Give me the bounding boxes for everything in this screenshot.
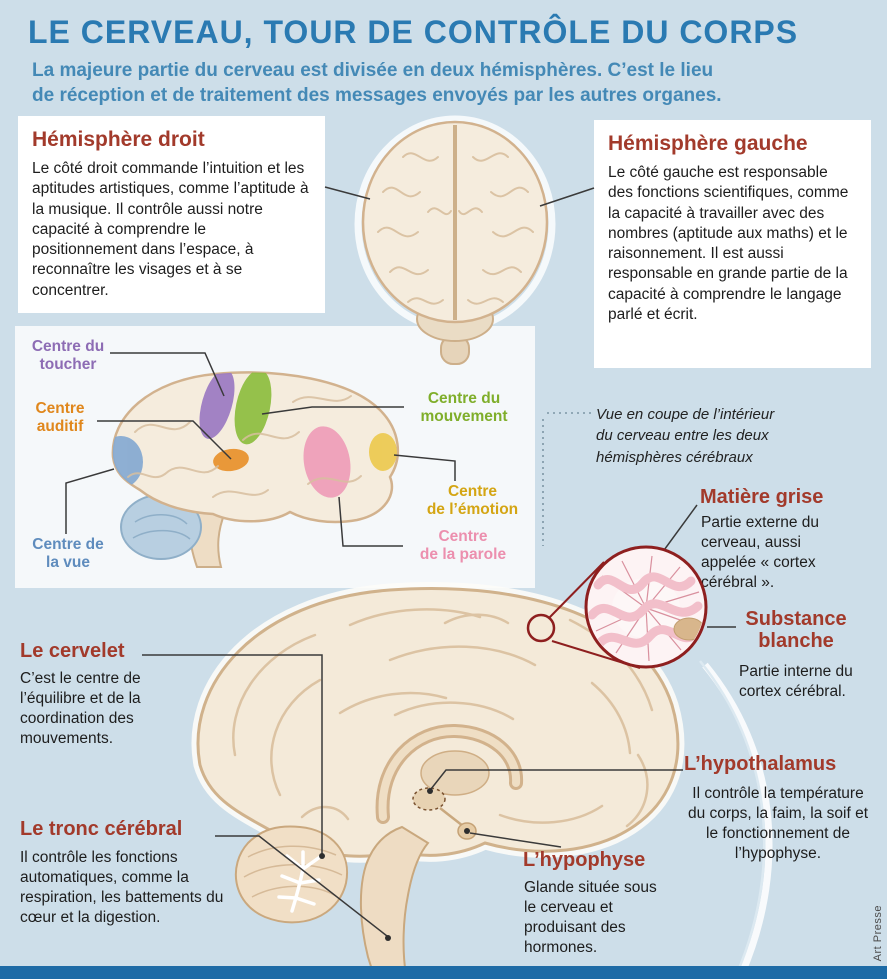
callout-hemisphere-right: Hémisphère droit Le côté droit commande … [18,116,325,314]
hemisphere-right-title: Hémisphère droit [32,128,205,151]
substance-blanche-body: Partie interne du cortex cérébral. [739,663,853,701]
pituitary-gland-shape [457,822,477,840]
matiere-grise-title: Matière grise [700,486,824,508]
cerebrum-sagittal-shape [196,586,680,858]
hemisphere-left-title: Hémisphère gauche [608,132,808,155]
callout-hemisphere-left: Hémisphère gauche Le côté gauche est res… [594,120,871,368]
emotion-center-patch [369,433,397,471]
label-centre-toucher: Centre du toucher [31,338,105,374]
hypothalamus-shape [412,787,446,811]
page-title: LE CERVEAU, TOUR DE CONTRÔLE DU CORPS [28,14,799,50]
tronc-cerebral-body: Il contrôle les fonctions automatiques, … [20,849,224,927]
substance-blanche-title: Substance blanche [745,608,847,653]
dotted-guides [542,412,592,546]
hypophyse-title: L’hypophyse [523,849,646,871]
vision-center-patch [112,436,143,488]
cervelet-title: Le cervelet [20,640,125,662]
movement-center-patch [234,372,272,445]
side-view-brain-illustration [111,371,400,568]
matiere-grise-body: Partie externe du cerveau, aussi appelée… [701,514,820,592]
label-centre-auditif: Centre auditif [35,400,85,436]
cross-section-note: Vue en coupe de l’intérieur du cerveau e… [596,406,775,466]
hemisphere-right-body: Le côté droit commande l’intuition et le… [32,160,309,299]
label-centre-vue: Centre de la vue [32,536,104,572]
page-subtitle: La majeure partie du cerveau est divisée… [32,60,722,107]
hypothalamus-title: L’hypothalamus [684,753,837,775]
hemisphere-left-body: Le côté gauche est responsable des fonct… [608,164,849,324]
hypophyse-body: Glande située sous le cerveau et produis… [524,879,657,957]
label-centre-parole: Centre de la parole [419,528,507,564]
cervelet-body: C’est le centre de l’équilibre et de la … [20,670,141,748]
label-centre-emotion: Centre de l’émotion [426,483,519,519]
tronc-cerebral-title: Le tronc cérébral [20,818,183,840]
label-centre-mouvement: Centre du mouvement [420,390,508,426]
credit-text: Art Presse [872,904,884,961]
head-profile-outline [702,662,773,975]
top-view-brain-illustration [354,115,556,365]
hypothalamus-body: Il contrôle la température du corps, la … [687,785,869,863]
footer-bar [0,966,887,979]
gyri-texture [377,152,534,305]
